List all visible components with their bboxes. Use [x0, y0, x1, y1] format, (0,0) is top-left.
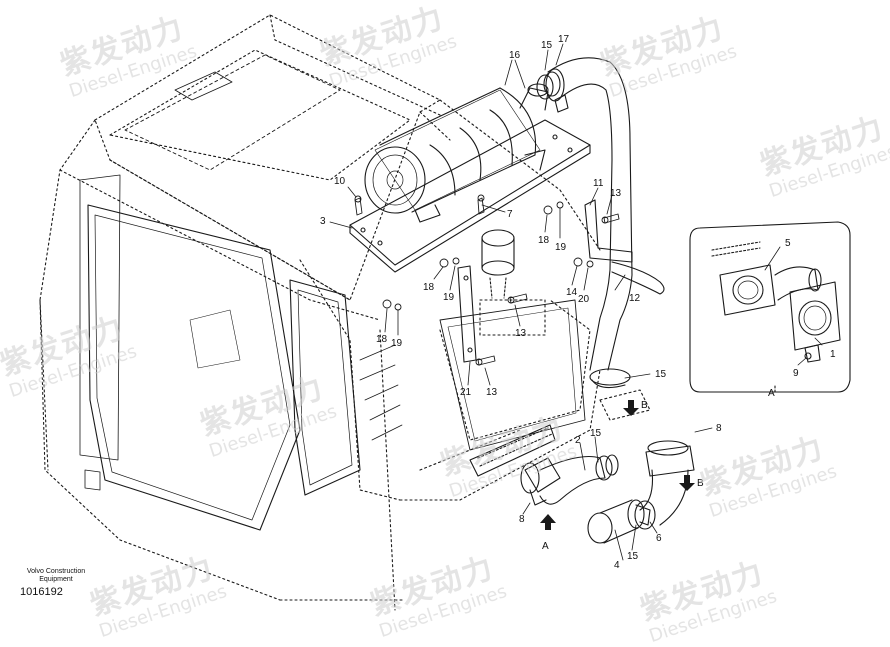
callout-7: 7 [507, 209, 513, 220]
view-letters: A A B B [542, 388, 775, 552]
callout-13: 13 [610, 188, 622, 199]
callout-15: 15 [627, 551, 639, 562]
callout-19: 19 [391, 338, 403, 349]
callout-2: 2 [575, 435, 581, 446]
brand-line-2: Equipment [39, 576, 73, 583]
tube-4 [587, 499, 651, 544]
view-label-a-inset: A [768, 388, 775, 399]
callout-16: 16 [509, 50, 521, 61]
callout-12: 12 [629, 293, 641, 304]
floor-vent-plate [469, 299, 651, 477]
callout-20: 20 [578, 294, 590, 305]
callout-19: 19 [443, 292, 455, 303]
callout-11: 11 [593, 178, 604, 189]
elbow-duct-6 [634, 440, 695, 530]
callout-1: 1 [830, 349, 836, 360]
precleaner [481, 229, 515, 299]
elbow-duct-2 [520, 454, 619, 506]
callout-10: 10 [334, 176, 346, 187]
leader-lines [329, 43, 823, 561]
callout-13: 13 [515, 328, 527, 339]
callout-15: 15 [655, 369, 667, 380]
air-cleaner-16 [364, 83, 549, 223]
callout-15: 15 [590, 428, 602, 439]
cab-windows [79, 174, 586, 531]
callout-13: 13 [486, 387, 498, 398]
roof-hatch [124, 54, 341, 171]
callout-14: 14 [566, 287, 578, 298]
pipe-bracket-11-12 [584, 199, 665, 295]
fasteners [354, 194, 620, 366]
document-number: 1016192 [20, 586, 63, 598]
brand-line-1: Volvo Construction [26, 568, 86, 575]
view-label-b-lower: B [697, 478, 704, 489]
support-strap-21 [457, 265, 477, 363]
cab-outline [39, 14, 601, 611]
callout-6: 6 [656, 533, 662, 544]
callout-15: 15 [541, 40, 553, 51]
callout-9: 9 [793, 368, 799, 379]
callout-5: 5 [785, 238, 791, 249]
brand-label: Volvo Construction Equipment [14, 568, 98, 584]
view-label-a: A [542, 541, 549, 552]
intake-pipe-17 [545, 57, 633, 389]
arrow-b-lower-icon [679, 475, 695, 491]
callout-19: 19 [555, 242, 567, 253]
callout-21: 21 [460, 387, 472, 398]
callout-8: 8 [519, 514, 525, 525]
callout-4: 4 [614, 560, 620, 571]
mounting-bracket-3 [349, 119, 591, 273]
callout-17: 17 [558, 34, 570, 45]
callout-18: 18 [423, 282, 435, 293]
cab-side-slots [84, 344, 403, 491]
view-arrows [540, 400, 695, 530]
callout-8: 8 [716, 423, 722, 434]
callout-3: 3 [320, 216, 326, 227]
arrow-b-upper-icon [623, 400, 639, 416]
inset-view-a [689, 221, 851, 393]
exploded-parts-diagram: 1615171037111318191819142012181913132151… [39, 14, 851, 611]
callout-18: 18 [538, 235, 550, 246]
callout-18: 18 [376, 334, 388, 345]
arrow-a-icon [540, 514, 556, 530]
view-label-b-upper: B [641, 400, 648, 411]
